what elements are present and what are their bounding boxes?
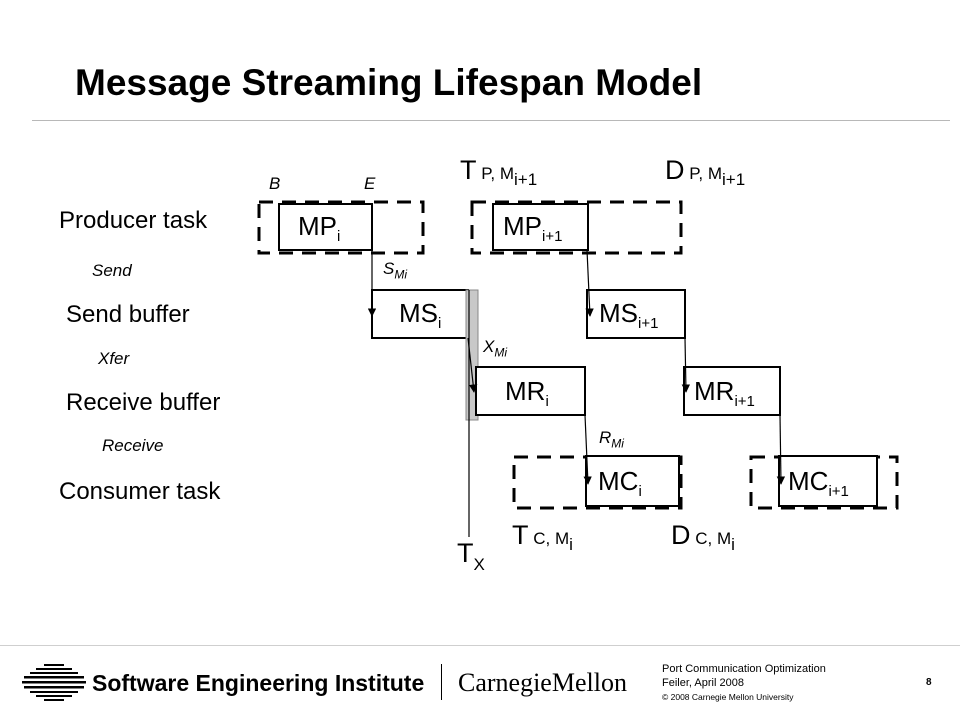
time-label-d-consumer: D C, Mi xyxy=(671,520,735,554)
arrow-receive-i xyxy=(583,414,592,485)
arrow-send-i1 xyxy=(585,249,594,317)
footer-separator xyxy=(441,664,442,700)
row-label-consumer: Consumer task xyxy=(59,478,221,505)
marker-r-mi: RMi xyxy=(599,428,624,451)
producer-frame-i1 xyxy=(470,200,683,255)
footer-author-date: Feiler, April 2008 xyxy=(662,677,744,689)
arrow-xfer-i1 xyxy=(681,337,691,393)
phase-label-receive: Receive xyxy=(102,436,164,455)
sei-globe-icon xyxy=(22,664,86,701)
time-label-tx: TX xyxy=(457,538,485,574)
box-label-mr-i: MRi xyxy=(505,376,549,411)
time-label-t-consumer: T C, Mi xyxy=(512,520,573,554)
lifespan-diagram xyxy=(257,200,899,537)
marker-e: E xyxy=(364,174,376,193)
consumer-frame-i xyxy=(512,455,683,510)
arrow-receive-i1 xyxy=(776,414,786,485)
marker-x-mi: XMi xyxy=(483,337,508,360)
box-ms-i xyxy=(371,289,469,339)
box-label-mp-i: MPi xyxy=(298,211,341,246)
box-mp-i xyxy=(278,203,373,251)
sei-wordmark: Software Engineering Institute xyxy=(92,670,425,696)
row-label-producer: Producer task xyxy=(59,207,208,234)
footer-copyright: © 2008 Carnegie Mellon University xyxy=(662,692,794,702)
box-label-mp-i1: MPi+1 xyxy=(503,211,563,246)
row-label-send-buffer: Send buffer xyxy=(66,301,190,328)
box-label-mr-i1: MRi+1 xyxy=(694,376,755,411)
cmu-wordmark: CarnegieMellon xyxy=(458,668,627,697)
box-mc-i1 xyxy=(778,455,878,507)
marker-s-mi: SMi xyxy=(383,259,408,282)
page-number: 8 xyxy=(926,677,932,688)
phase-label-send: Send xyxy=(92,261,132,280)
slide-title: Message Streaming Lifespan Model xyxy=(75,62,703,103)
footer-info: Port Communication Optimization Feiler, … xyxy=(662,662,826,704)
time-label-t-producer: T P, Mi+1 xyxy=(460,155,538,189)
box-mp-i1 xyxy=(492,203,589,251)
title-divider xyxy=(32,120,950,121)
marker-b: B xyxy=(269,174,281,193)
box-label-ms-i1: MSi+1 xyxy=(599,298,659,333)
box-label-mc-i: MCi xyxy=(598,466,642,501)
footer-talk-title: Port Communication Optimization xyxy=(662,663,826,675)
time-label-d-producer: D P, Mi+1 xyxy=(665,155,746,189)
footer-divider xyxy=(0,645,960,646)
row-label-receive-buffer: Receive buffer xyxy=(66,389,221,416)
box-label-mc-i1: MCi+1 xyxy=(788,466,849,501)
producer-frame-i xyxy=(257,200,425,255)
phase-label-xfer: Xfer xyxy=(98,349,130,368)
box-label-ms-i: MSi xyxy=(399,298,442,333)
box-mc-i xyxy=(585,455,680,507)
